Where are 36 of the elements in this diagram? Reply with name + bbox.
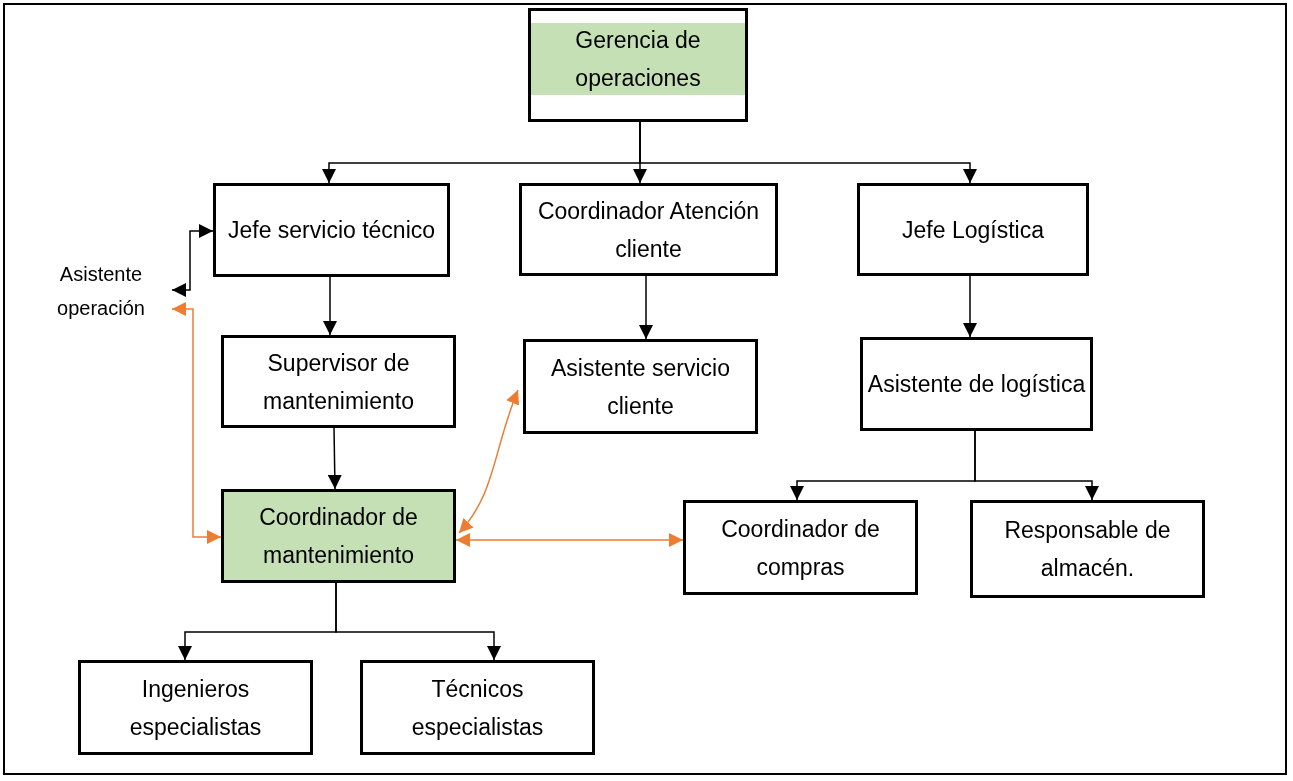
connector-arrow [171, 224, 214, 297]
org-box [221, 335, 456, 428]
role-title: Ingenieros especialistas [128, 674, 263, 742]
org-box [523, 339, 758, 434]
connector-arrow [974, 430, 1099, 501]
org-box [528, 8, 748, 122]
org-box [519, 183, 778, 276]
connector-arrow [458, 389, 520, 534]
highlighted-org-box [221, 489, 456, 583]
connector-arrow [963, 275, 977, 338]
org-box [683, 500, 918, 595]
connector-arrow [335, 582, 501, 661]
connector-arrow [171, 302, 222, 544]
org-box [213, 183, 450, 277]
role-title: Jefe servicio técnico [227, 216, 436, 245]
role-title: Jefe Logística [902, 215, 1044, 245]
role-title: Gerencia de operaciones [574, 26, 702, 93]
org-box [78, 660, 313, 755]
role-title: Técnicos especialistas [410, 674, 545, 742]
connector-arrow [639, 121, 977, 184]
role-label: Asistente operación [56, 262, 146, 321]
role-title: Responsable de almacén. [1003, 516, 1172, 583]
org-box [860, 337, 1093, 431]
org-box [360, 660, 595, 755]
connector-arrow [323, 276, 337, 336]
connector-arrow [455, 533, 684, 547]
connector-arrow [327, 427, 342, 490]
role-title: Coordinador de compras [720, 514, 881, 582]
org-box [970, 500, 1205, 598]
connector-arrow [639, 275, 653, 340]
org-box [857, 183, 1089, 276]
role-title: Asistente servicio cliente [550, 353, 731, 421]
role-title: Supervisor de mantenimiento [262, 348, 415, 416]
role-title: Asistente de logística [867, 370, 1086, 399]
role-title: Coordinador Atención cliente [536, 196, 761, 264]
role-title: Coordinador de mantenimiento [258, 503, 419, 570]
